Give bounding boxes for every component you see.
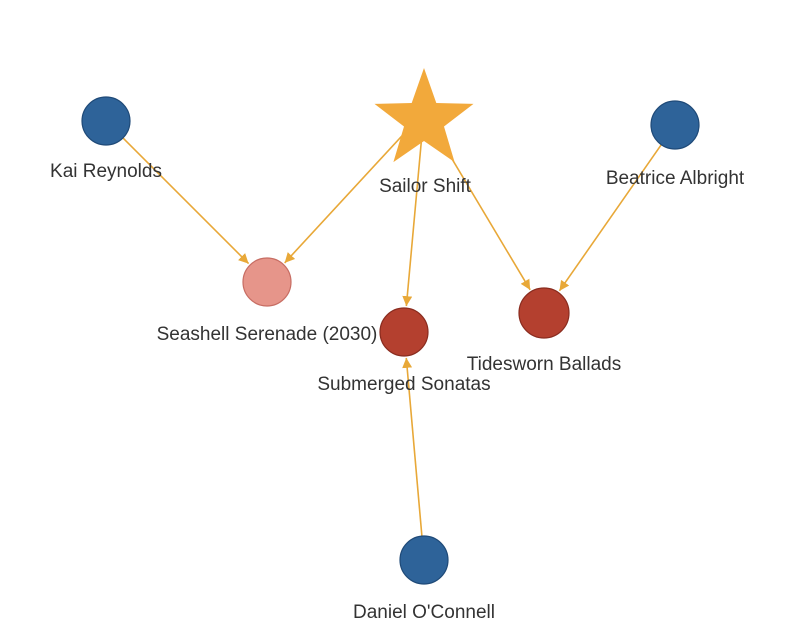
node-seashell[interactable] — [242, 257, 292, 307]
node-sailor-star-icon[interactable] — [374, 68, 474, 163]
edge-kai-to-seashell — [122, 137, 250, 265]
node-label-seashell-serenade-2030: Seashell Serenade (2030) — [157, 324, 378, 345]
node-label-beatrice-albright: Beatrice Albright — [606, 168, 745, 189]
node-daniel[interactable] — [399, 535, 449, 585]
node-submerged[interactable] — [379, 307, 429, 357]
nodes — [81, 68, 700, 585]
edge-sailor-to-seashell — [284, 126, 412, 264]
node-kai[interactable] — [81, 96, 131, 146]
edge-beatrice-to-tidesworn — [558, 144, 662, 292]
node-label-submerged-sonatas: Submerged Sonatas — [317, 374, 490, 395]
node-label-sailor-shift: Sailor Shift — [379, 176, 472, 197]
edge-sailor-to-submerged — [402, 131, 423, 307]
node-label-kai-reynolds: Kai Reynolds — [50, 161, 162, 182]
node-label-daniel-o-connell: Daniel O'Connell — [353, 602, 495, 623]
node-label-tidesworn-ballads: Tidesworn Ballads — [467, 354, 622, 375]
edge-daniel-to-submerged — [402, 357, 423, 537]
labels: Sailor Shift Kai Reynolds Beatrice Albrigh… — [50, 161, 745, 623]
node-beatrice[interactable] — [650, 100, 700, 150]
node-tidesworn[interactable] — [518, 287, 570, 339]
